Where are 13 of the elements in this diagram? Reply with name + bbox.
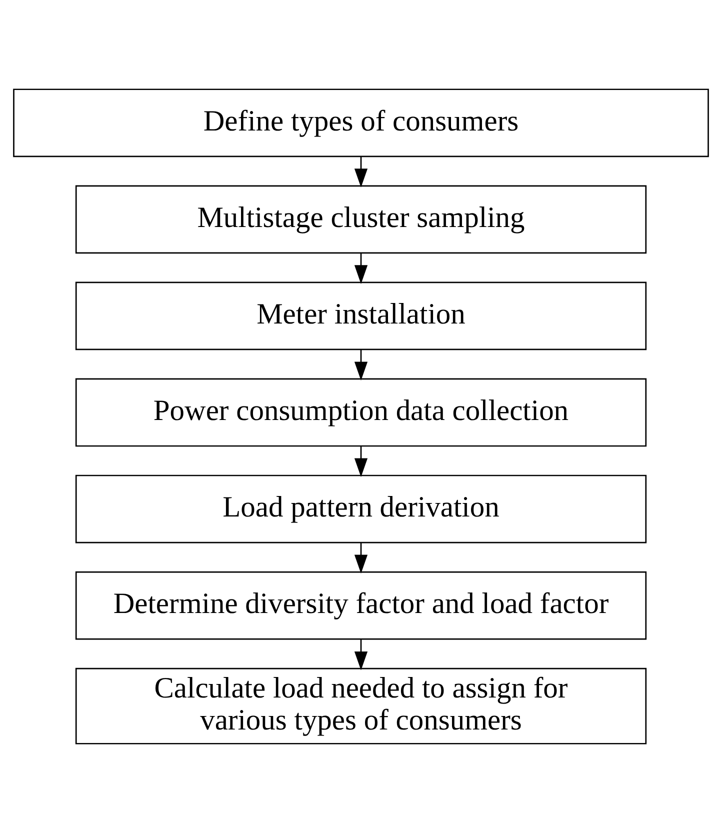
arrow: [354, 446, 368, 478]
node-box: Define types of consumers: [13, 88, 709, 158]
arrow: [354, 156, 368, 188]
node-box: Power consumption data collection: [75, 378, 647, 447]
node-box: Load pattern derivation: [75, 474, 647, 544]
arrow: [354, 542, 368, 574]
node-box: Determine diversity factor and load factor: [75, 571, 647, 640]
arrow: [354, 253, 368, 284]
node-box: Multistage cluster sampling: [75, 185, 647, 254]
arrow: [354, 639, 368, 670]
arrow: [354, 350, 368, 380]
node-box: Calculate load needed to assign for various types of consumers: [75, 668, 647, 744]
node-box: Meter installation: [75, 282, 647, 350]
